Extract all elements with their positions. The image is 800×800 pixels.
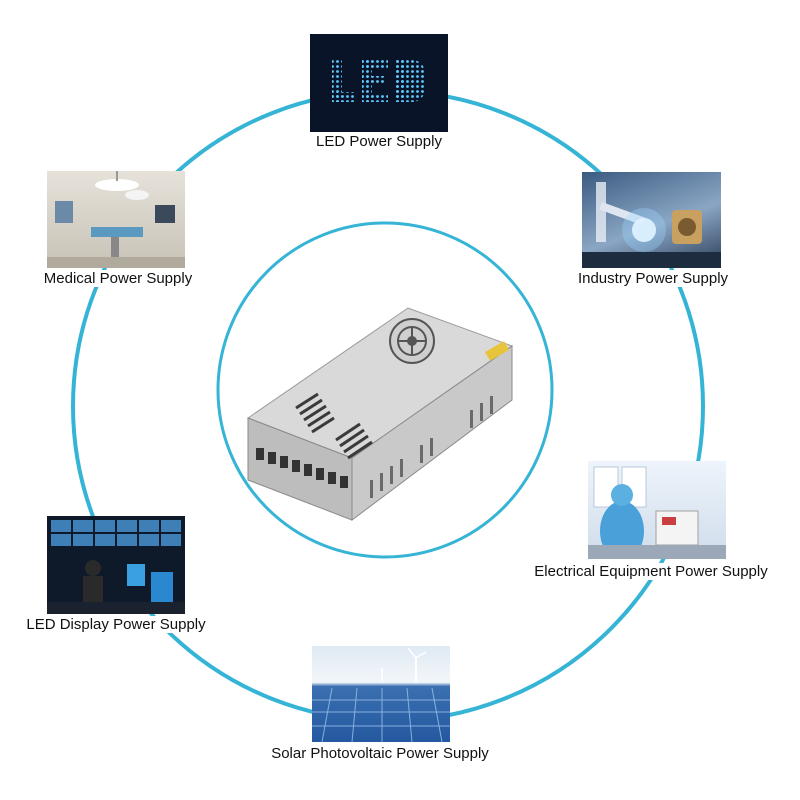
laboratory-technician-photo <box>588 461 726 559</box>
industrial-welding-robot-photo <box>582 172 721 268</box>
label-industry-power-supply: Industry Power Supply <box>564 270 742 287</box>
label-medical-power-supply: Medical Power Supply <box>28 270 208 287</box>
inner-ring <box>216 221 554 559</box>
label-solar-photovoltaic-power-supply: Solar Photovoltaic Power Supply <box>252 745 508 762</box>
led-lettering-photo <box>310 34 448 132</box>
operating-room-photo <box>47 171 185 268</box>
control-room-monitors-photo <box>47 516 185 614</box>
label-electrical-equipment-power-supply: Electrical Equipment Power Supply <box>518 563 784 580</box>
label-led-display-power-supply: LED Display Power Supply <box>10 616 222 633</box>
label-led-power-supply: LED Power Supply <box>300 133 458 150</box>
power-supply-illustration <box>246 307 514 521</box>
solar-panel-field-photo <box>312 646 450 742</box>
